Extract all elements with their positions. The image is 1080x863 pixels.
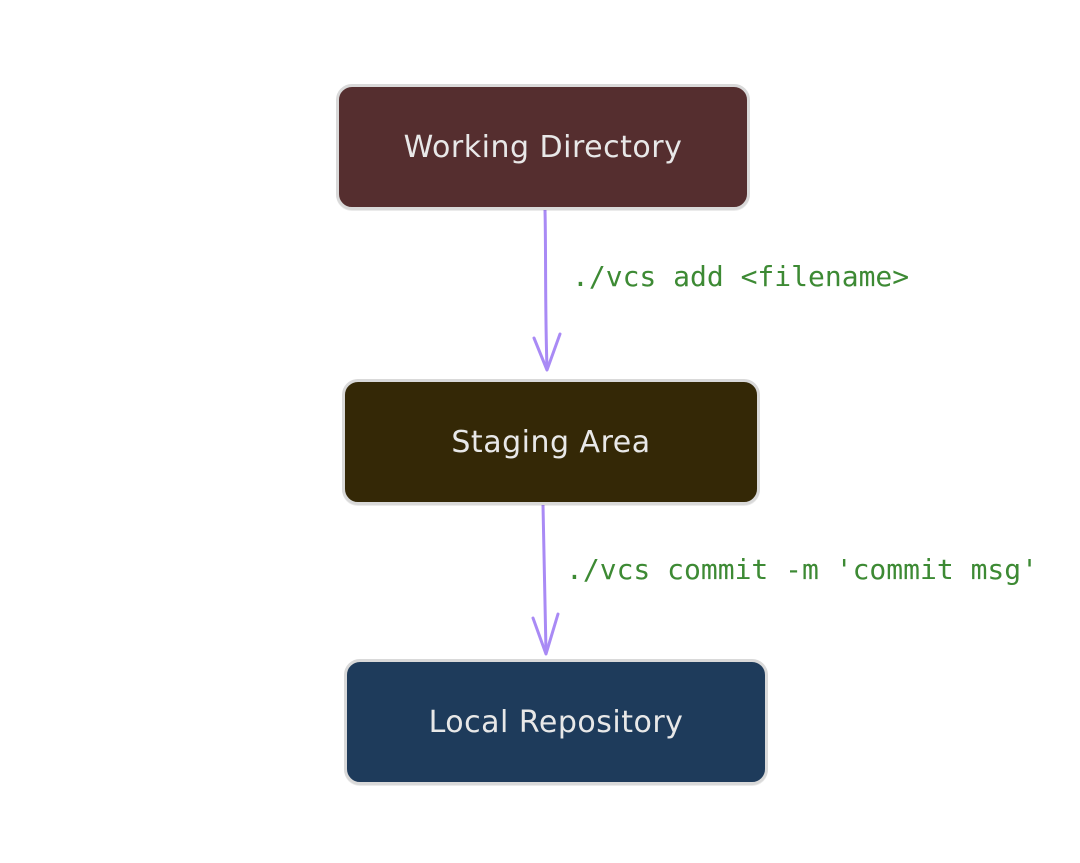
edge-label-commit: ./vcs commit -m 'commit msg' — [566, 553, 1039, 586]
node-staging-area: Staging Area — [342, 379, 760, 505]
node-staging-area-label: Staging Area — [451, 424, 651, 460]
arrow-staging-to-local — [531, 503, 560, 656]
edge-label-add: ./vcs add <filename> — [572, 260, 910, 293]
node-local-repository: Local Repository — [344, 659, 768, 785]
node-local-repository-label: Local Repository — [428, 704, 684, 740]
node-working-directory-label: Working Directory — [403, 129, 683, 165]
node-working-directory: Working Directory — [336, 84, 750, 210]
arrow-working-to-staging — [532, 208, 562, 372]
